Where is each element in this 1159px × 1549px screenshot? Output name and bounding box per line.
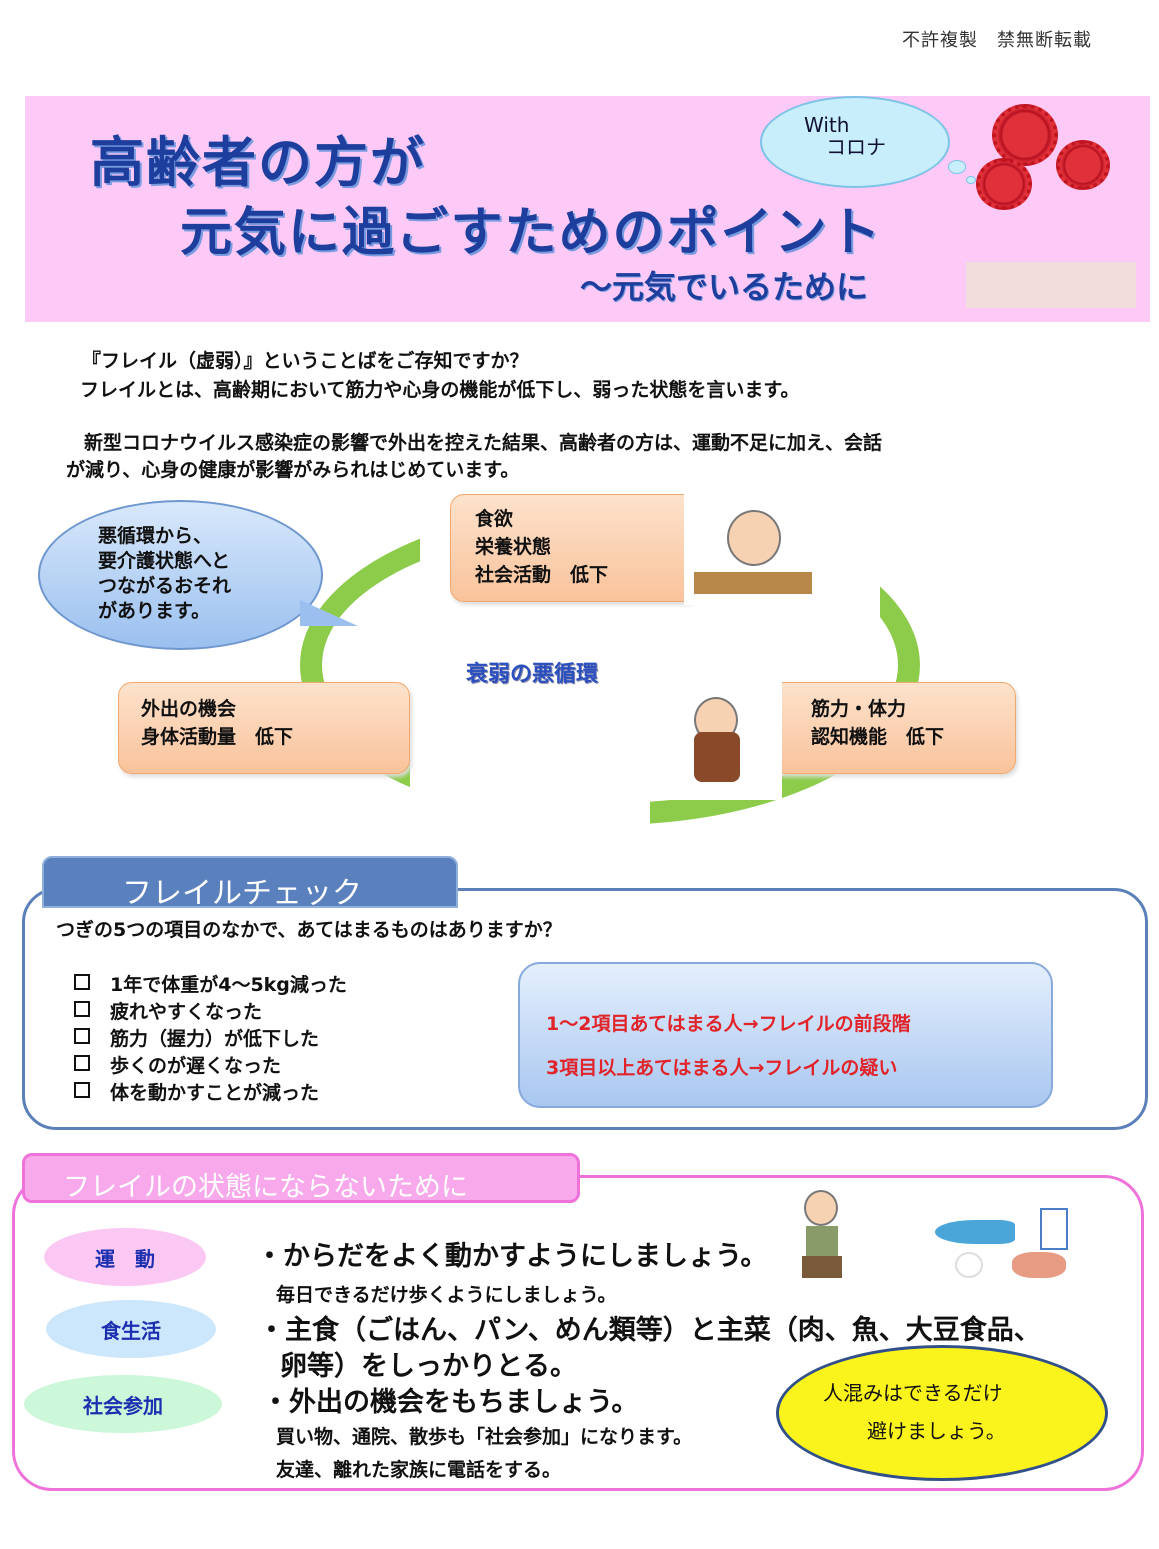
social-main: ・外出の機会をもちましょう。	[262, 1387, 639, 1418]
social-sub-1: 買い物、通院、散歩も「社会参加」になります。	[276, 1426, 693, 1448]
check-item-label: 疲れやすくなった	[110, 1001, 263, 1023]
prevention-tab: フレイルの状態にならないために	[22, 1153, 580, 1203]
box-line: 認知機能 低下	[811, 726, 945, 748]
label-exercise: 運 動	[44, 1228, 206, 1286]
box-line: 食欲	[475, 508, 514, 530]
cycle-title: 衰弱の悪循環	[466, 662, 599, 687]
diet-main-1: ・主食（ごはん、パン、めん類等）と主菜（肉、魚、大豆食品、	[258, 1315, 1041, 1346]
milk-icon	[1040, 1208, 1068, 1250]
box-line: 身体活動量 低下	[141, 726, 294, 748]
virus-icon	[992, 104, 1058, 166]
egg-icon	[955, 1252, 983, 1278]
check-item-label: 体を動かすことが減った	[110, 1082, 320, 1104]
social-sub-2: 友達、離れた家族に電話をする。	[276, 1459, 562, 1481]
walking-elderly-illustration	[776, 1190, 866, 1280]
box-line: 栄養状態	[475, 536, 552, 558]
check-item[interactable]: 歩くのが遅くなった	[74, 1051, 281, 1078]
speech-line: つながるおそれ	[98, 575, 232, 597]
check-item-label: 歩くのが遅くなった	[110, 1055, 282, 1077]
cloud-bubble-icon	[948, 160, 966, 174]
cloud-text-2: コロナ	[826, 135, 886, 159]
virus-icon	[1056, 140, 1110, 190]
title-line-2: 元気に過ごすためのポイント	[180, 203, 883, 263]
cycle-box-appetite: 食欲栄養状態社会活動 低下	[450, 494, 700, 602]
cycle-box-strength: 筋力・体力認知機能 低下	[770, 682, 1016, 774]
box-line: 筋力・体力	[811, 698, 907, 720]
intro-corona-2: が減り、心身の健康が影響がみられはじめています。	[66, 459, 520, 481]
cloud-bubble-icon	[966, 176, 976, 184]
subtitle: ～元気でいるために	[580, 268, 869, 306]
callout-line-1: 人混みはできるだけ	[823, 1381, 1003, 1405]
exercise-sub: 毎日できるだけ歩くようにしましょう。	[276, 1284, 617, 1306]
body-icon	[694, 732, 740, 782]
cycle-box-outing: 外出の機会身体活動量 低下	[118, 682, 410, 774]
frailty-check-tab: フレイルチェック	[42, 856, 458, 911]
label-social: 社会参加	[24, 1375, 222, 1433]
intro-question: 『フレイル（虚弱）』ということばをご存知ですか？	[82, 350, 529, 372]
elderly-eating-illustration	[684, 490, 824, 605]
callout-line-2: 避けましょう。	[867, 1419, 1006, 1443]
exercise-main: ・からだをよく動かすようにしましょう。	[256, 1241, 768, 1272]
cycle-mask	[410, 640, 650, 830]
checkbox-icon[interactable]	[74, 1001, 90, 1017]
elderly-weak-illustration	[650, 680, 782, 800]
speech-line: があります。	[98, 600, 211, 622]
check-item-label: 筋力（握力）が低下した	[110, 1028, 320, 1050]
virus-icon	[976, 158, 1032, 210]
frailty-check-panel	[22, 888, 1148, 1130]
speech-line: 悪循環から、	[98, 525, 213, 547]
check-item[interactable]: 疲れやすくなった	[74, 997, 262, 1024]
diet-main-2: 卵等）をしっかりとる。	[280, 1351, 577, 1382]
check-question: つぎの5つの項目のなかで、あてはまるものはありますか？	[56, 919, 562, 941]
speech-tail	[300, 600, 358, 626]
box-line: 社会活動 低下	[475, 564, 609, 586]
title-line-1: 高齢者の方が	[90, 131, 426, 194]
result-line-2: 3項目以上あてはまる人→フレイルの疑い	[546, 1057, 898, 1079]
elderly-face-icon	[804, 1190, 838, 1226]
cloud-text-1: With	[804, 113, 850, 137]
checkbox-icon[interactable]	[74, 1028, 90, 1044]
intro-definition: フレイルとは、高齢期において筋力や心身の機能が低下し、弱った状態を言います。	[80, 379, 800, 401]
legs-icon	[802, 1256, 842, 1278]
speech-line: 要介護状態へと	[98, 550, 231, 572]
result-line-1: 1～2項目あてはまる人→フレイルの前段階	[546, 1013, 911, 1035]
body-icon	[806, 1226, 838, 1256]
meat-icon	[1012, 1252, 1066, 1278]
table-icon	[694, 572, 812, 594]
box-line: 外出の機会	[141, 698, 237, 720]
check-item[interactable]: 筋力（握力）が低下した	[74, 1024, 319, 1051]
check-result-box: 1～2項目あてはまる人→フレイルの前段階 3項目以上あてはまる人→フレイルの疑い	[518, 962, 1053, 1108]
intro-corona-1: 新型コロナウイルス感染症の影響で外出を控えた結果、高齢者の方は、運動不足に加え、…	[84, 432, 883, 454]
elderly-face-icon	[727, 509, 781, 566]
checkbox-icon[interactable]	[74, 974, 90, 990]
fish-icon	[935, 1220, 1015, 1244]
speech-bubble: 悪循環から、要介護状態へとつながるおそれがあります。	[38, 500, 323, 650]
copyright-notice: 不許複製 禁無断転載	[902, 30, 1092, 51]
label-diet: 食生活	[46, 1300, 216, 1358]
check-item[interactable]: 体を動かすことが減った	[74, 1078, 319, 1105]
crowd-warning-callout: 人混みはできるだけ避けましょう。	[776, 1345, 1108, 1481]
checkbox-icon[interactable]	[74, 1055, 90, 1071]
check-item[interactable]: 1年で体重が4～5kg減った	[74, 970, 347, 997]
check-item-label: 1年で体重が4～5kg減った	[110, 974, 347, 996]
checkbox-icon[interactable]	[74, 1082, 90, 1098]
title-banner	[25, 96, 1150, 322]
subtitle-blank-box	[966, 262, 1136, 308]
